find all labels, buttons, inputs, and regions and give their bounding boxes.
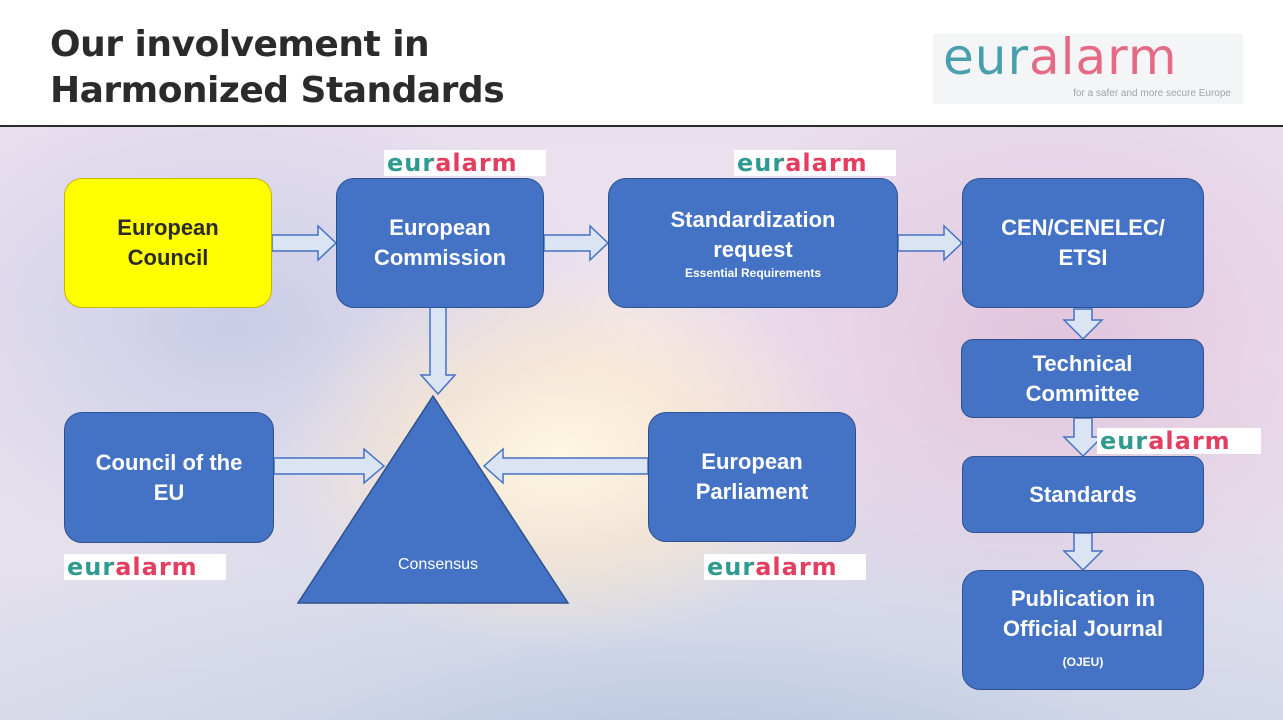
arrow-cen-to-technical xyxy=(1062,308,1104,341)
euralarm-badge-commission-text: euralarm xyxy=(384,150,521,176)
arrow-council-to-commission xyxy=(271,224,338,262)
standards-box: Standards xyxy=(962,456,1204,533)
european-parliament-box: European Parliament xyxy=(648,412,856,542)
standards-label: Standards xyxy=(1029,481,1137,507)
european-council-label: European Council xyxy=(117,215,219,270)
arrow-commission-to-request xyxy=(543,224,610,262)
council-of-eu-box: Council of the EU xyxy=(64,412,274,543)
logo-tagline: for a safer and more secure Europe xyxy=(1073,88,1231,99)
euralarm-badge-commission: euralarm xyxy=(384,150,546,176)
arrow-request-to-cen xyxy=(897,224,964,262)
cen-cenelec-etsi-box: CEN/CENELEC/ ETSI xyxy=(962,178,1204,308)
euralarm-badge-parliament-text: euralarm xyxy=(704,554,841,580)
title-line-2: Harmonized Standards xyxy=(50,70,505,111)
slide-title: Our involvement in Harmonized Standards xyxy=(50,22,670,114)
publication-text: Publication in Official Journal (OJEU) xyxy=(998,584,1168,677)
standardization-request-box: Standardization request Essential Requir… xyxy=(608,178,898,308)
ojeu-label: (OJEU) xyxy=(1062,654,1104,669)
arrow-council-eu-to-consensus xyxy=(273,447,386,485)
cen-cenelec-etsi-label: CEN/CENELEC/ ETSI xyxy=(1001,215,1165,270)
euralarm-badge-technical: euralarm xyxy=(1097,428,1261,454)
standardization-request-label: Standardization request xyxy=(670,207,836,262)
logo-word: euralarm xyxy=(943,28,1178,86)
euralarm-badge-technical-text: euralarm xyxy=(1097,428,1234,454)
euralarm-badge-council-eu: euralarm xyxy=(64,554,226,580)
european-commission-box: European Commission xyxy=(336,178,544,308)
council-of-eu-label: Council of the EU xyxy=(95,449,243,505)
euralarm-badge-request: euralarm xyxy=(734,150,896,176)
euralarm-badge-parliament: euralarm xyxy=(704,554,866,580)
euralarm-badge-council-eu-text: euralarm xyxy=(64,554,201,580)
arrow-commission-to-consensus xyxy=(419,306,457,396)
arrow-standards-to-publication xyxy=(1062,532,1104,572)
title-line-1: Our involvement in xyxy=(50,24,430,65)
arrow-technical-to-standards xyxy=(1062,417,1104,458)
european-council-box: European Council xyxy=(64,178,272,308)
euralarm-logo: euralarm for a safer and more secure Eur… xyxy=(933,28,1243,104)
slide-header: Our involvement in Harmonized Standards … xyxy=(0,0,1283,127)
euralarm-badge-request-text: euralarm xyxy=(734,150,871,176)
publication-box: Publication in Official Journal (OJEU) xyxy=(962,570,1204,690)
arrow-parliament-to-consensus xyxy=(482,447,649,485)
european-commission-label: European Commission xyxy=(373,215,507,270)
technical-committee-label: Technical Committee xyxy=(1025,350,1140,406)
publication-label: Publication in Official Journal xyxy=(1002,585,1164,641)
consensus-label: Consensus xyxy=(397,556,479,573)
technical-committee-box: Technical Committee xyxy=(961,339,1204,418)
european-parliament-label: European Parliament xyxy=(695,449,809,504)
consensus-triangle xyxy=(296,394,570,604)
essential-requirements-label: Essential Requirements xyxy=(684,266,822,280)
